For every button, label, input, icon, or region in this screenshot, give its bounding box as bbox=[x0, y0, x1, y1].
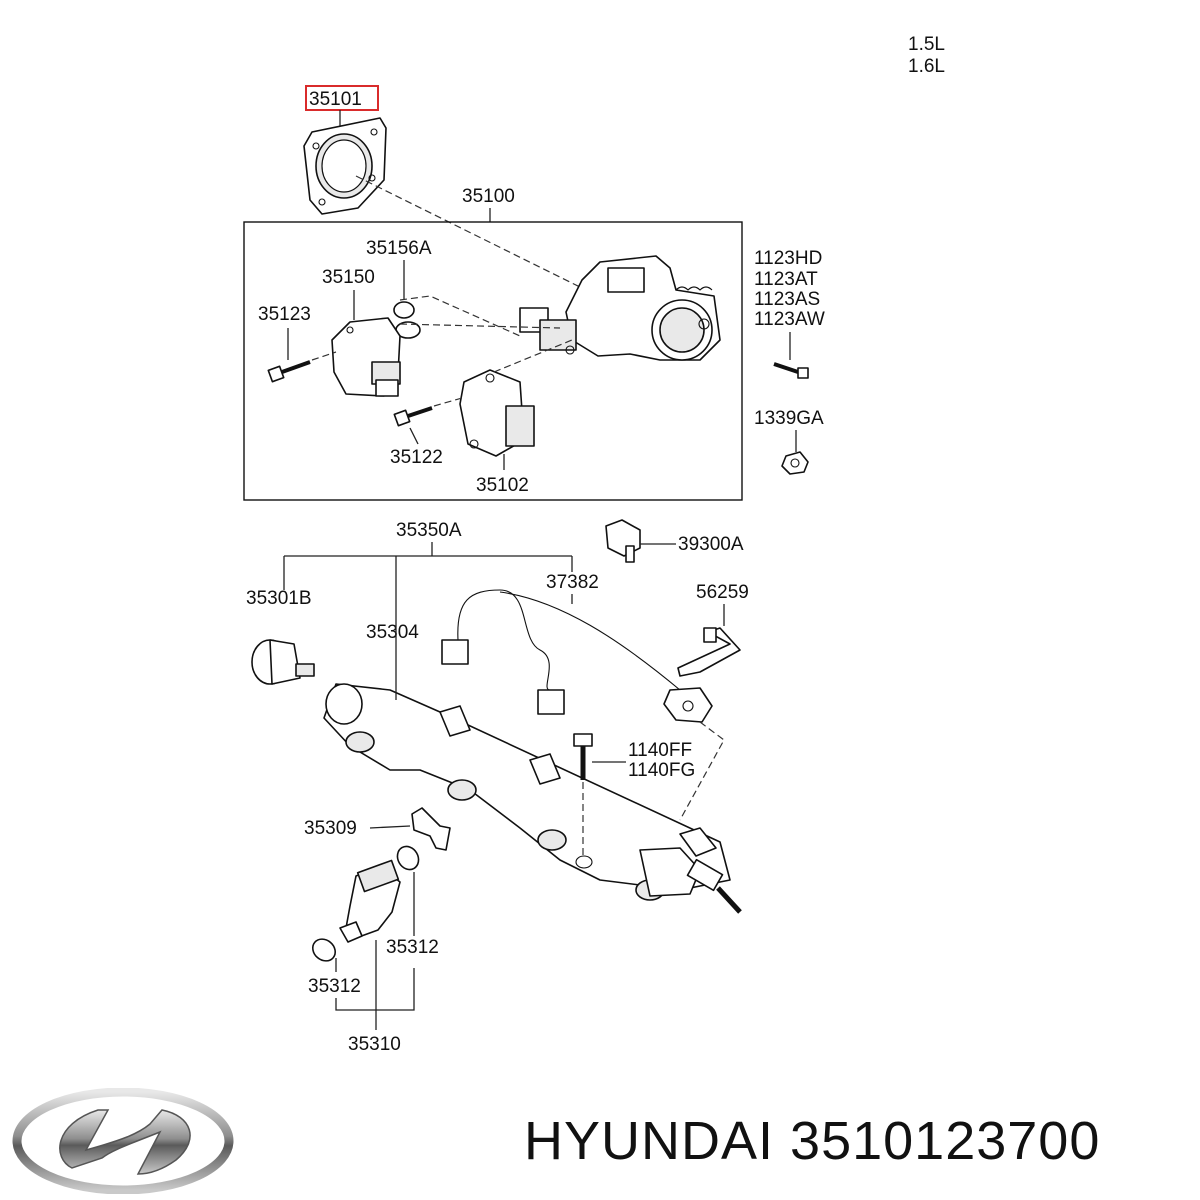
nut-1339GA[interactable] bbox=[781, 451, 809, 475]
engine-label-1: 1.5L bbox=[908, 34, 945, 55]
assembly-box bbox=[243, 221, 743, 501]
label-35312-lower[interactable]: 35312 bbox=[308, 976, 361, 997]
label-35101[interactable]: 35101 bbox=[309, 89, 362, 110]
gasket-35101[interactable] bbox=[303, 117, 387, 215]
brand-title: HYUNDAI 3510123700 bbox=[524, 1110, 1100, 1172]
clip-56259[interactable] bbox=[677, 627, 741, 677]
label-35350A[interactable]: 35350A bbox=[396, 520, 462, 541]
idle-actuator-35150[interactable] bbox=[331, 317, 401, 397]
label-1140FG[interactable]: 1140FG bbox=[628, 760, 695, 781]
label-35304[interactable]: 35304 bbox=[366, 622, 419, 643]
label-35150[interactable]: 35150 bbox=[322, 267, 375, 288]
part-number: 3510123700 bbox=[790, 1111, 1101, 1171]
sensor-39300A[interactable] bbox=[605, 519, 641, 563]
label-35102[interactable]: 35102 bbox=[476, 475, 529, 496]
injector-35310[interactable] bbox=[339, 859, 401, 943]
bolt-1140[interactable] bbox=[573, 733, 593, 780]
throttle-body[interactable] bbox=[519, 255, 721, 361]
label-1123HD[interactable]: 1123HD bbox=[754, 248, 822, 269]
label-56259[interactable]: 56259 bbox=[696, 582, 749, 603]
label-39300A[interactable]: 39300A bbox=[678, 534, 744, 555]
label-1123AS[interactable]: 1123AS bbox=[754, 289, 820, 310]
clip-35309[interactable] bbox=[411, 807, 451, 851]
regulator-35301B[interactable] bbox=[251, 639, 315, 685]
label-35123[interactable]: 35123 bbox=[258, 304, 311, 325]
label-35312-upper[interactable]: 35312 bbox=[386, 937, 439, 958]
oring-upper-35312[interactable] bbox=[393, 843, 422, 874]
bolt-35122[interactable] bbox=[393, 406, 433, 427]
label-35309[interactable]: 35309 bbox=[304, 818, 357, 839]
engine-label-2: 1.6L bbox=[908, 56, 945, 77]
oring-lower-35312[interactable] bbox=[308, 935, 339, 966]
sensor-35102[interactable] bbox=[459, 369, 535, 457]
label-35100[interactable]: 35100 bbox=[462, 186, 515, 207]
bolt-35123[interactable] bbox=[267, 360, 311, 383]
oring-35156A[interactable] bbox=[393, 301, 421, 339]
label-35122[interactable]: 35122 bbox=[390, 447, 443, 468]
label-35301B[interactable]: 35301B bbox=[246, 588, 312, 609]
fuel-rail-35304[interactable] bbox=[323, 683, 742, 914]
label-35310[interactable]: 35310 bbox=[348, 1034, 401, 1055]
label-37382[interactable]: 37382 bbox=[546, 572, 599, 593]
label-1140FF[interactable]: 1140FF bbox=[628, 740, 692, 761]
brand-name: HYUNDAI bbox=[524, 1111, 775, 1171]
label-1123AT[interactable]: 1123AT bbox=[754, 269, 818, 290]
label-35156A[interactable]: 35156A bbox=[366, 238, 432, 259]
wiring-harness-37382[interactable] bbox=[441, 589, 713, 723]
hyundai-logo-icon bbox=[12, 1088, 234, 1194]
bolt-1123[interactable] bbox=[773, 362, 809, 379]
label-1339GA[interactable]: 1339GA bbox=[754, 408, 824, 429]
label-1123AW[interactable]: 1123AW bbox=[754, 309, 825, 330]
highlight-box bbox=[305, 85, 379, 111]
